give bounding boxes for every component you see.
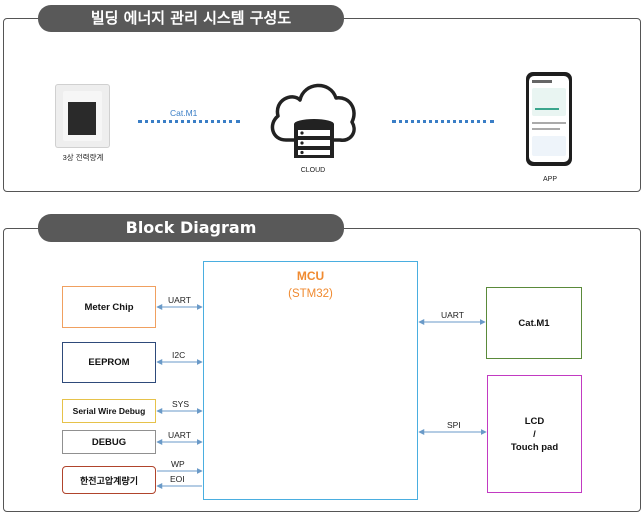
bus-label-uart-catm1: UART <box>441 310 464 320</box>
phone-app-row <box>532 128 560 130</box>
lcd-label: LCD <box>524 415 545 427</box>
phone-device <box>526 72 572 166</box>
bus-label-uart-debug: UART <box>168 430 191 440</box>
meter-label: 3상 전력량계 <box>62 153 104 162</box>
meter-device <box>55 84 110 148</box>
phone-app-chart <box>535 98 559 110</box>
lcd-touchpad-block: LCD / Touch pad <box>487 375 582 493</box>
system-title: 빌딩 에너지 관리 시스템 구성도 <box>38 5 344 32</box>
debug-block: DEBUG <box>62 430 156 454</box>
bus-label-eoi: EOI <box>170 474 185 484</box>
dotted-link-right <box>392 120 494 123</box>
phone-app-panel <box>532 136 566 156</box>
cloud-icon <box>270 83 356 158</box>
dotted-link-left <box>138 120 240 123</box>
phone-app-header <box>532 80 552 83</box>
cloud-label: CLOUD <box>300 167 326 174</box>
kepco-meter-block: 한전고압계량기 <box>62 466 156 494</box>
mcu-subtitle: (STM32) <box>288 288 333 300</box>
meter-chip-block: Meter Chip <box>62 286 156 328</box>
serial-wire-debug-block: Serial Wire Debug <box>62 399 156 423</box>
mcu-block <box>203 261 418 500</box>
meter-display <box>68 102 96 135</box>
mcu-title: MCU <box>296 269 325 283</box>
catm1-link-label: Cat.M1 <box>170 108 198 118</box>
app-label: APP <box>542 176 557 183</box>
phone-screen <box>529 76 569 162</box>
bus-label-sys: SYS <box>172 399 190 409</box>
bus-label-spi: SPI <box>447 420 461 430</box>
block-diagram-title: Block Diagram <box>38 214 344 242</box>
lcd-separator: / <box>533 428 536 440</box>
bus-label-uart-meter: UART <box>168 295 191 305</box>
eeprom-block: EEPROM <box>62 342 156 383</box>
catm1-block: Cat.M1 <box>486 287 582 359</box>
bus-label-i2c: I2C <box>172 350 186 360</box>
phone-app-row <box>532 122 566 124</box>
bus-label-wp: WP <box>171 459 185 469</box>
phone-app-card <box>532 88 566 116</box>
touchpad-label: Touch pad <box>510 441 559 453</box>
